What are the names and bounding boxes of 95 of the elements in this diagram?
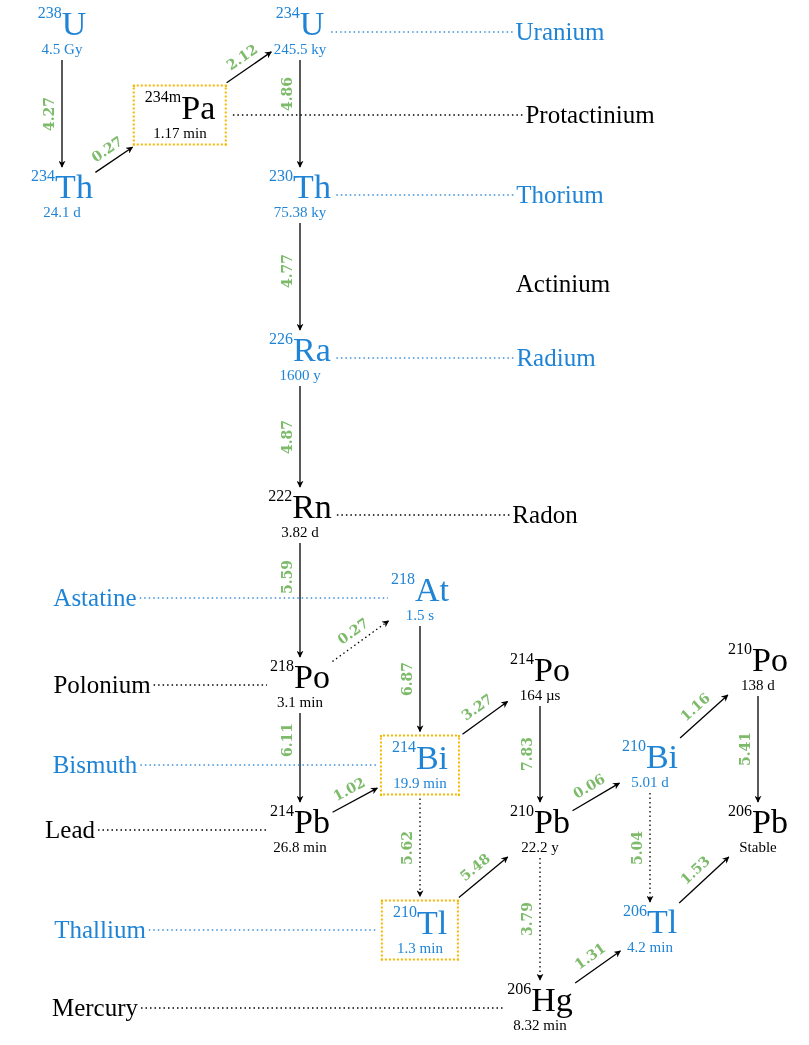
arrow	[536, 705, 544, 803]
arrow	[225, 51, 272, 84]
element-name: Radon	[512, 501, 578, 529]
leader-line	[140, 1007, 505, 1009]
element-name: Protactinium	[525, 101, 655, 129]
edge-label: 4.87	[280, 418, 294, 455]
element-name: Thallium	[54, 916, 146, 944]
dotted-frame	[379, 734, 461, 796]
nuclide-symbol: $^{222}$Rn	[268, 490, 332, 524]
edge-label: 5.41	[738, 730, 752, 768]
nuclide-symbol: $^{234}$U	[275, 7, 325, 41]
nuclide-symbol: $^{206}$Tl	[622, 905, 678, 939]
half-life-text: 245.5 ky	[273, 41, 327, 57]
arrow	[58, 59, 66, 168]
edge-label: 4.27	[42, 95, 56, 132]
nuclide-symbol: $^{210}$Tl	[392, 905, 448, 940]
nuclide-symbol: $^{210}$Po	[728, 643, 788, 677]
nuclide-symbol: $^{226}$Ra	[269, 333, 331, 367]
arrow	[416, 625, 424, 733]
edge-label: 3.79	[520, 900, 534, 938]
half-life-text: 75.38 ky	[273, 204, 327, 220]
half-life-text: 26.8 min	[273, 839, 327, 855]
edge-label: 4.77	[280, 253, 294, 290]
half-life-text: Stable	[739, 839, 777, 855]
half-life-text: 138 d	[741, 677, 775, 693]
arrow	[331, 620, 390, 663]
nuclide-symbol: $^{214}$Pb	[270, 805, 330, 839]
element-name: Astatine	[53, 584, 137, 612]
leader-line	[333, 357, 515, 359]
half-life-text: 1.17 min	[153, 124, 207, 141]
half-life-text: 164 µs	[519, 687, 561, 703]
leader-line	[139, 597, 389, 599]
half-life-text: 8.32 min	[513, 1017, 567, 1033]
element-name: Mercury	[51, 994, 139, 1022]
element-name: Bismuth	[52, 751, 138, 779]
half-life-text: 3.82 d	[281, 524, 319, 540]
half-life-text: 1600 y	[279, 367, 321, 383]
element-name: Polonium	[53, 671, 151, 699]
leader-line	[334, 514, 511, 516]
arrow	[679, 694, 729, 739]
nuclide-symbol: $^{218}$Po	[270, 660, 330, 694]
arrow	[536, 857, 544, 981]
leader-line	[333, 194, 514, 196]
nuclide-symbol: $^{234}$Th	[31, 170, 93, 204]
half-life-text: 5.01 d	[631, 774, 669, 790]
leader-line	[328, 31, 514, 33]
edge-label: 6.87	[400, 660, 414, 697]
arrow	[678, 856, 730, 904]
half-life-text: 4.2 min	[627, 939, 673, 955]
nuclide-symbol: $^{238}$U	[37, 7, 87, 41]
arrow	[646, 792, 654, 903]
edge-label: 5.59	[280, 559, 294, 596]
dotted-frame	[380, 899, 460, 961]
arrow	[571, 782, 621, 812]
arrow	[296, 385, 304, 488]
nuclide-symbol: $^{230}$Th	[269, 170, 331, 204]
element-name: Radium	[516, 344, 596, 372]
dotted-frame	[132, 84, 228, 146]
element-name: Uranium	[515, 18, 605, 46]
leader-line	[97, 829, 268, 831]
half-life-text: 3.1 min	[277, 694, 323, 710]
edge-label: 5.04	[630, 829, 644, 866]
arrow	[296, 712, 304, 803]
nuclide-symbol: $^{218}$At	[391, 573, 449, 607]
arrow	[296, 542, 304, 658]
nuclide-symbol: $^{210}$Bi	[621, 740, 679, 774]
half-life-text: 19.9 min	[393, 774, 447, 791]
edge-label: 7.83	[520, 735, 534, 773]
half-life-text: 24.1 d	[43, 204, 81, 220]
arrow	[754, 695, 762, 803]
element-name: Thorium	[516, 181, 604, 209]
leader-line	[139, 764, 378, 766]
half-life-text: 1.5 s	[405, 607, 435, 623]
leader-line	[152, 684, 268, 686]
arrow	[296, 59, 304, 168]
arrow	[458, 856, 509, 899]
arrow	[461, 700, 509, 735]
half-life-text: 22.2 y	[521, 839, 559, 855]
arrow	[296, 222, 304, 331]
half-life-text: 4.5 Gy	[41, 41, 83, 57]
arrow	[574, 950, 622, 984]
nuclide-symbol: $^{210}$Pb	[510, 805, 570, 839]
nuclide-symbol: $^{214}$Po	[510, 653, 570, 687]
edge-label: 4.86	[280, 76, 294, 113]
element-name: Actinium	[515, 270, 611, 298]
arrow	[94, 146, 134, 174]
edge-label: 5.62	[400, 829, 414, 866]
edge-label: 6.11	[280, 721, 294, 758]
nuclide-symbol: $^{214}$Bi	[391, 740, 449, 775]
nuclide-symbol: $^{234m}$Pa	[144, 90, 216, 125]
arrow	[416, 797, 424, 898]
arrow	[331, 787, 378, 813]
half-life-text: 1.3 min	[397, 939, 443, 956]
nuclide-symbol: $^{206}$Pb	[728, 805, 788, 839]
element-name: Lead	[45, 816, 95, 844]
